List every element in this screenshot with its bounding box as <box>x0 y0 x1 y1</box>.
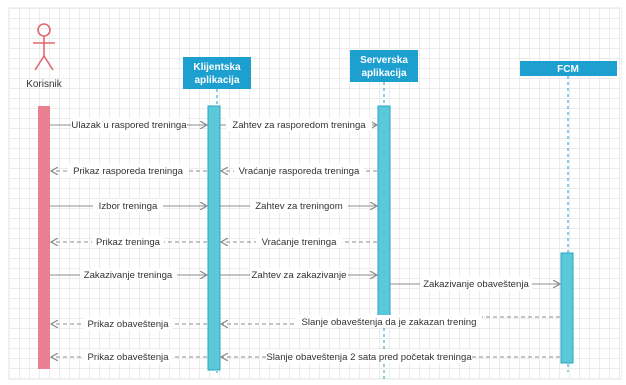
participant-client-line1: Klijentska <box>193 62 241 73</box>
message-9-label: Zakazivanje treninga <box>84 270 173 281</box>
message-8: Vraćanje treninga <box>221 235 377 248</box>
message-8-label: Vraćanje treninga <box>262 237 338 248</box>
actor-label: Korisnik <box>26 79 63 90</box>
message-11-label: Zakazivanje obaveštenja <box>423 279 529 290</box>
message-4-label: Vraćanje rasporeda treninga <box>239 166 360 177</box>
message-10-label: Zahtev za zakazivanje <box>252 270 347 281</box>
message-13: Slanje obaveštenja da je zakazan trening <box>221 315 560 328</box>
participant-client-line2: aplikacija <box>194 75 239 86</box>
message-5-label: Izbor treninga <box>99 201 158 212</box>
actor-activation-bar <box>38 106 50 369</box>
message-5: Izbor treninga <box>50 199 207 212</box>
participant-server-line1: Serverska <box>360 55 408 66</box>
actor-icon <box>33 23 55 71</box>
message-3: Prikaz rasporeda treninga <box>51 164 207 177</box>
message-10: Zahtev za zakazivanje <box>220 268 377 281</box>
message-15: Slanje obaveštenja 2 sata pred početak t… <box>221 350 560 363</box>
message-12: Prikaz obaveštenja <box>51 317 207 330</box>
server-activation-bar <box>377 105 391 317</box>
message-1: Ulazak u raspored treninga <box>50 118 207 131</box>
message-4: Vraćanje rasporeda treninga <box>221 164 377 177</box>
participant-client-box <box>183 57 251 89</box>
message-7-label: Prikaz treninga <box>96 237 161 248</box>
message-14-label: Prikaz obaveštenja <box>87 352 169 363</box>
message-13-label: Slanje obaveštenja da je zakazan trening <box>302 317 477 328</box>
message-9: Zakazivanje treninga <box>50 268 207 281</box>
participant-fcm-label: FCM <box>557 64 579 75</box>
message-2-label: Zahtev za rasporedom treninga <box>232 120 366 131</box>
participant-server-box <box>350 50 418 82</box>
message-1-label: Ulazak u raspored treninga <box>71 120 187 131</box>
fcm-activation-bar <box>560 252 574 364</box>
client-activation-bar <box>207 105 221 371</box>
message-3-label: Prikaz rasporeda treninga <box>73 166 184 177</box>
participant-server-line2: aplikacija <box>361 68 406 79</box>
message-11: Zakazivanje obaveštenja <box>390 277 560 290</box>
message-6-label: Zahtev za treningom <box>255 201 342 212</box>
participant-fcm-box <box>520 61 617 76</box>
message-7: Prikaz treninga <box>51 235 207 248</box>
message-14: Prikaz obaveštenja <box>51 350 207 363</box>
message-12-label: Prikaz obaveštenja <box>87 319 169 330</box>
message-2: Zahtev za rasporedom treninga <box>220 118 377 131</box>
message-15-label: Slanje obaveštenja 2 sata pred početak t… <box>266 352 472 363</box>
message-6: Zahtev za treningom <box>220 199 377 212</box>
